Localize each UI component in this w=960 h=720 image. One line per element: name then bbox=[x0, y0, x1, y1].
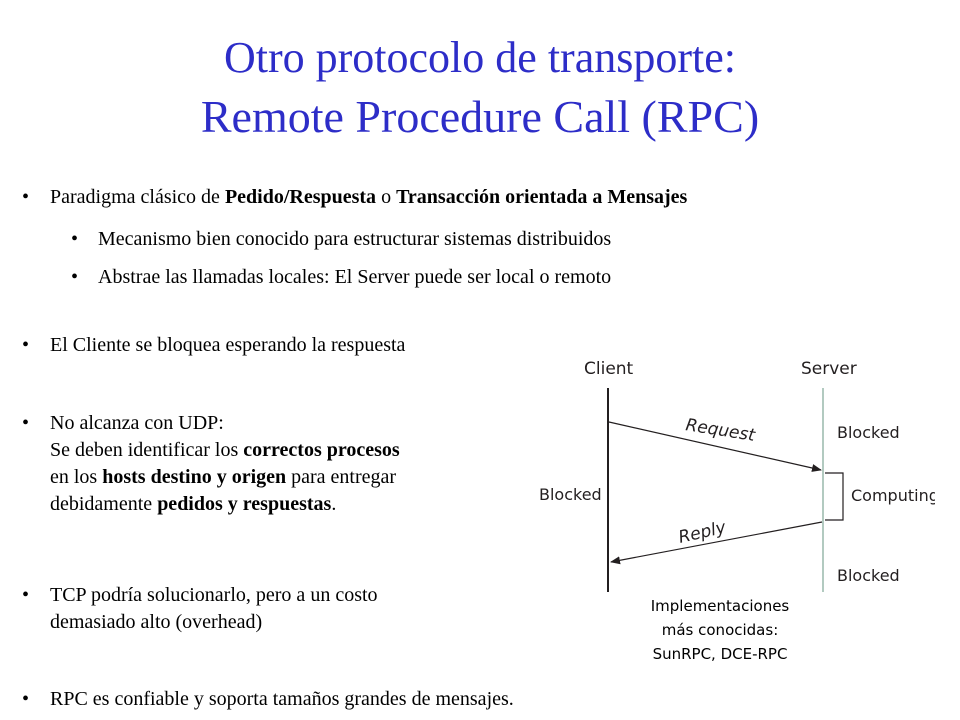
bullet-udp-insufficient: • No alcanza con UDP: Se deben identific… bbox=[22, 410, 400, 518]
bullet-bold-text: Pedido/Respuesta bbox=[224, 186, 377, 208]
rpc-timeline-diagram: Client Server Blocked Blocked Computing … bbox=[539, 359, 935, 592]
bullet-text: o bbox=[376, 186, 397, 208]
reply-label: Reply bbox=[677, 517, 729, 547]
server-blocked-label-2: Blocked bbox=[837, 566, 900, 585]
bullet-line: Se deben identificar los correctos proce… bbox=[50, 439, 400, 461]
caption-line: Implementaciones bbox=[650, 597, 790, 615]
server-label: Server bbox=[801, 359, 857, 379]
title-line-2: Remote Procedure Call (RPC) bbox=[200, 91, 760, 142]
caption-line: más conocidas: bbox=[661, 621, 779, 639]
implementations-caption: Implementaciones más conocidas: SunRPC, … bbox=[600, 594, 840, 666]
bullet-line: TCP podría solucionarlo, pero a un costo bbox=[50, 584, 378, 606]
bullet-text: Abstrae las llamadas locales: El Server … bbox=[98, 266, 612, 288]
bullet-rpc-reliable: • RPC es confiable y soporta tamaños gra… bbox=[22, 686, 514, 713]
computing-label: Computing bbox=[851, 486, 935, 505]
bullet-dot: • bbox=[22, 688, 30, 710]
bullet-text: El Cliente se bloquea esperando la respu… bbox=[50, 334, 406, 356]
bullet-line: No alcanza con UDP: bbox=[50, 412, 224, 434]
bullet-text: Paradigma clásico de bbox=[50, 186, 225, 208]
request-arrow bbox=[608, 421, 822, 472]
reply-arrow bbox=[610, 521, 823, 565]
bullet-dot: • bbox=[22, 584, 30, 606]
bullet-dot: • bbox=[22, 186, 30, 208]
bullet-dot: • bbox=[71, 266, 79, 288]
bullet-dot: • bbox=[22, 334, 30, 356]
title-line-1: Otro protocolo de transporte: bbox=[224, 33, 736, 82]
sub-bullet-mechanism: • Mecanismo bien conocido para estructur… bbox=[71, 226, 612, 253]
client-blocked-label: Blocked bbox=[539, 485, 602, 504]
bullet-line: en los hosts destino y origen para entre… bbox=[50, 466, 397, 488]
caption-line: SunRPC, DCE-RPC bbox=[652, 645, 788, 663]
bullet-bold-text: Transacción orientada a Mensajes bbox=[396, 186, 688, 208]
bullet-text: RPC es confiable y soporta tamaños grand… bbox=[50, 688, 514, 710]
bullet-text: Mecanismo bien conocido para estructurar… bbox=[98, 228, 612, 250]
bullet-dot: • bbox=[22, 412, 30, 434]
client-label: Client bbox=[584, 359, 634, 379]
server-blocked-label-1: Blocked bbox=[837, 423, 900, 442]
computing-bracket bbox=[825, 472, 844, 521]
bullet-tcp-overhead: • TCP podría solucionarlo, pero a un cos… bbox=[22, 582, 378, 636]
bullet-dot: • bbox=[71, 228, 79, 250]
bullet-line: debidamente pedidos y respuestas. bbox=[50, 493, 337, 515]
bullet-client-blocks: • El Cliente se bloquea esperando la res… bbox=[22, 332, 406, 359]
sub-bullet-abstraction: • Abstrae las llamadas locales: El Serve… bbox=[71, 264, 612, 291]
bullet-line: demasiado alto (overhead) bbox=[50, 611, 263, 633]
bullet-request-response: • Paradigma clásico de Pedido/Respuesta … bbox=[22, 184, 688, 211]
